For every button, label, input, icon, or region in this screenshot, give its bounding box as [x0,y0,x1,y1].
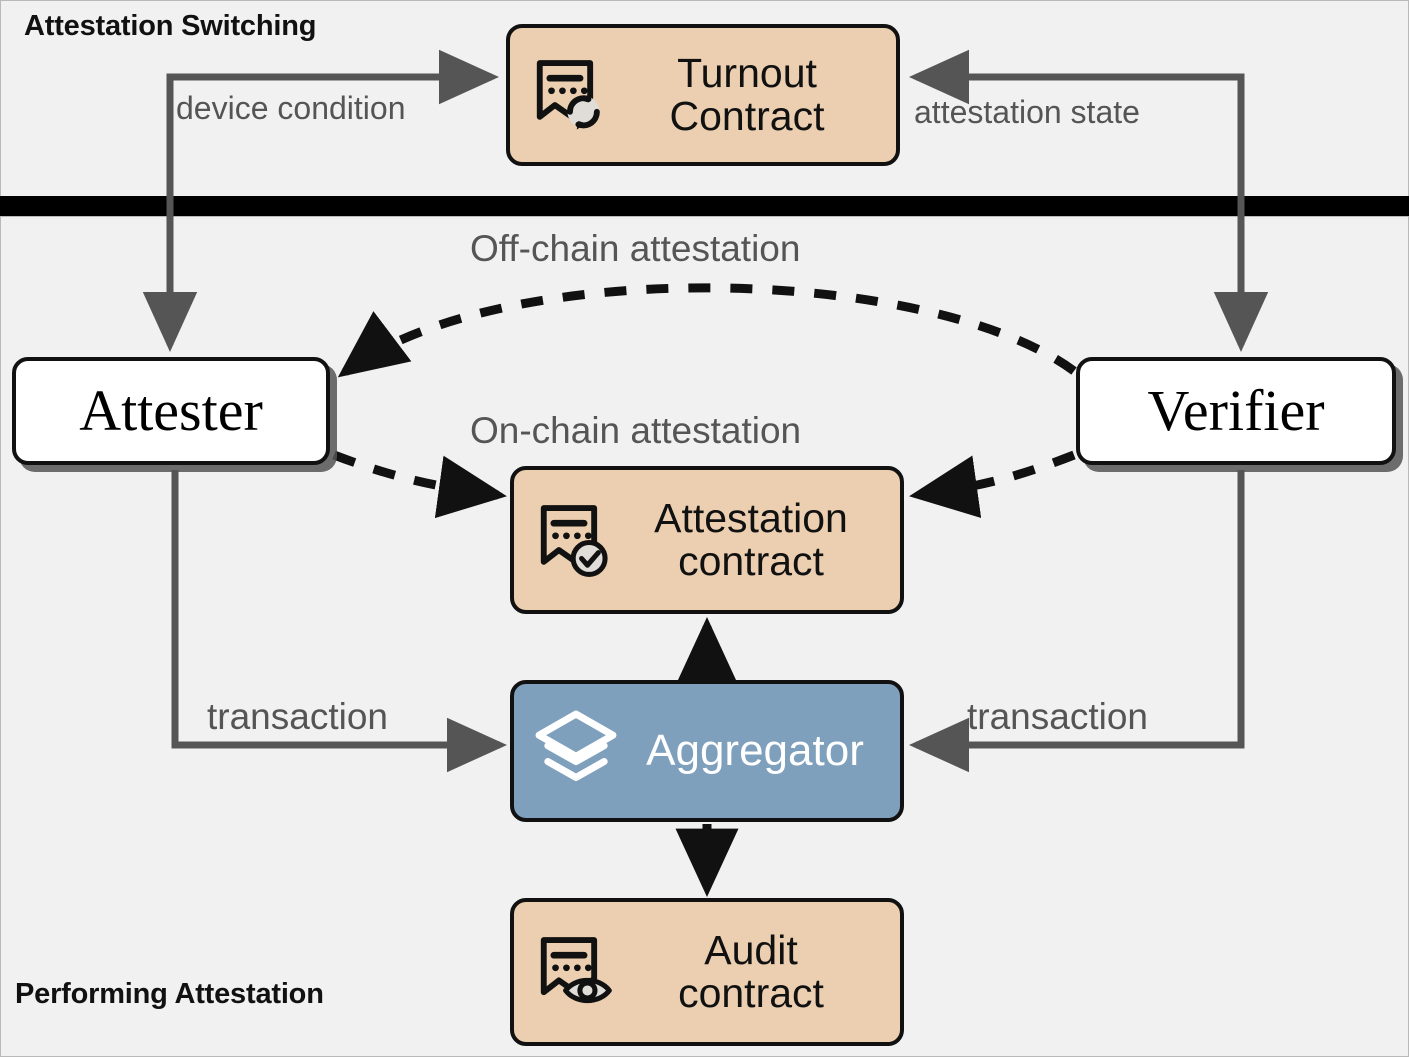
edge-off-chain-attestation [337,283,1077,378]
node-attester-label: Attester [79,377,263,443]
layers-stack-icon [532,707,620,795]
edge-on-chain-attestation [332,450,507,519]
node-turnout-contract-label: Turnout Contract [669,50,825,139]
node-turnout-contract[interactable]: Turnout Contract [506,24,900,166]
edge-transaction-right [908,470,1245,773]
edge-label-off-chain-attestation: Off-chain attestation [470,228,801,269]
panel-title-bottom: Performing Attestation [15,978,324,1010]
edge-label-on-chain-attestation: On-chain attestation [470,410,802,451]
edge-label-device-condition: device condition [176,90,406,126]
edge-verifier-to-attestation [909,450,1076,518]
node-audit-contract-label: Audit contract [678,927,824,1016]
node-aggregator[interactable]: Aggregator [510,680,904,822]
node-audit-contract[interactable]: Audit contract [510,898,904,1046]
node-verifier-label: Verifier [1147,377,1325,443]
document-eye-icon [532,930,616,1014]
edge-label-transaction-left: transaction [207,696,388,737]
edge-transaction-left [171,470,508,773]
document-refresh-icon [528,53,612,137]
document-check-icon [532,498,616,582]
blockchain-divider-bar [0,196,1409,216]
edge-label-transaction-right: transaction [967,696,1148,737]
edge-device-condition [142,49,500,353]
node-verifier[interactable]: Verifier [1076,357,1396,465]
node-aggregator-label: Aggregator [646,726,864,776]
node-attestation-contract[interactable]: Attestation contract [510,466,904,614]
panel-title-top: Attestation Switching [24,10,317,42]
node-attestation-contract-label: Attestation contract [654,495,848,584]
edge-label-attestation-state: attestation state [914,94,1140,130]
edge-attestation-state [908,49,1269,353]
node-attester[interactable]: Attester [12,357,330,465]
